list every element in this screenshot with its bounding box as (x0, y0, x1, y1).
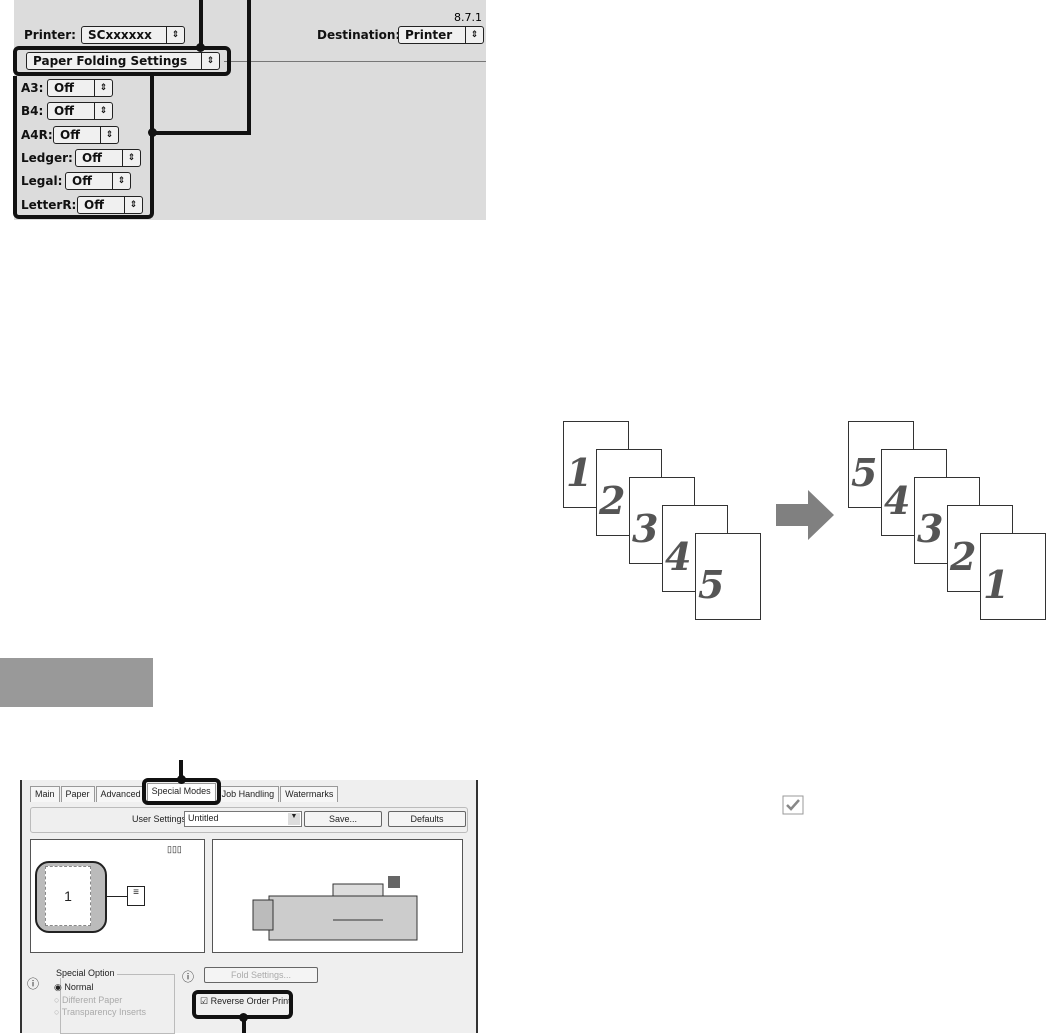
printer-select[interactable]: SCxxxxxx⇕ (81, 26, 185, 44)
special-option-label: Special Option (54, 968, 117, 978)
user-settings-label: User Settings: (132, 814, 189, 824)
tab-watermarks[interactable]: Watermarks (280, 786, 339, 802)
printer-label: Printer: (24, 28, 76, 42)
callout-highlight (13, 76, 154, 219)
fold-select[interactable]: Off⇕ (77, 195, 143, 214)
updown-icon: ⇕ (122, 149, 140, 166)
fold-settings-button[interactable]: Fold Settings... (204, 967, 318, 983)
printer-image (212, 839, 463, 953)
destination-label: Destination: (317, 28, 401, 42)
page-number: 2 (599, 478, 626, 523)
checkbox-icon: ☑ (200, 996, 209, 1006)
callout-line (179, 760, 184, 780)
paper-size-label: Legal: (21, 174, 63, 189)
page-number: 1 (566, 450, 593, 495)
divider (224, 61, 486, 62)
tab-main[interactable]: Main (30, 786, 60, 802)
radio-transparency-inserts[interactable]: ○ Transparency Inserts (54, 1007, 146, 1017)
callout-line (199, 0, 203, 46)
user-settings-group (30, 807, 468, 833)
updown-icon: ⇕ (112, 173, 130, 190)
paper-size-label: A4R: (21, 127, 53, 142)
updown-icon: ⇕ (94, 80, 112, 96)
user-settings-select[interactable]: Untitled▼ (184, 811, 302, 827)
paper-size-label: B4: (21, 104, 44, 119)
callout-dot (196, 43, 205, 52)
radio-normal[interactable]: ◉ Normal (54, 982, 94, 992)
panel-menu-select[interactable]: Paper Folding Settings⇕ (26, 52, 220, 70)
page-number: 4 (665, 534, 692, 579)
updown-icon: ⇕ (201, 53, 219, 69)
page-sheet: 1 (980, 533, 1046, 620)
layout-preview: 1 ≡ ▯▯▯ (30, 839, 205, 953)
fold-select[interactable]: Off⇕ (47, 102, 113, 121)
page-number: 2 (950, 534, 977, 579)
tab-job-handling[interactable]: Job Handling (216, 786, 280, 802)
save-button[interactable]: Save... (304, 811, 382, 827)
radio-different-paper[interactable]: ○ Different Paper (54, 995, 123, 1005)
info-icon: ⓘ (27, 977, 40, 991)
callout-line (242, 1017, 246, 1033)
updown-icon: ⇕ (94, 103, 112, 120)
callout-line (152, 131, 251, 135)
printer-machine-icon (252, 876, 418, 941)
page-sheet: 5 (695, 533, 761, 620)
info-icon: ⓘ (182, 970, 195, 984)
document-icon: ≡ (127, 886, 145, 906)
page-number: 5 (851, 450, 878, 495)
page-number: 5 (698, 562, 725, 607)
callout-highlight (13, 46, 231, 76)
version-label: 8.7.1 (454, 11, 482, 24)
page-number: 3 (632, 506, 659, 551)
updown-icon: ⇕ (124, 196, 142, 213)
reverse-order-checkbox[interactable]: ☑ Reverse Order Print (200, 996, 291, 1006)
checkbox-checked-icon (782, 795, 804, 815)
destination-select[interactable]: Printer⇕ (398, 26, 484, 44)
updown-icon: ⇕ (465, 27, 483, 43)
fold-select[interactable]: Off⇕ (65, 172, 131, 191)
paper-size-label: Ledger: (21, 150, 73, 165)
fold-select[interactable]: Off⇕ (75, 148, 141, 167)
defaults-button[interactable]: Defaults (388, 811, 466, 827)
preview-page: 1 (45, 866, 91, 926)
fold-select[interactable]: Off⇕ (53, 125, 119, 144)
updown-icon: ⇕ (166, 27, 184, 43)
callout-line (247, 0, 251, 135)
page-number: 1 (983, 562, 1010, 607)
chevron-down-icon: ▼ (288, 813, 300, 825)
collate-icon: ▯▯▯ (167, 844, 182, 854)
callout-dot (176, 775, 186, 784)
paper-size-label: LetterR: (21, 197, 77, 212)
callout-dot (239, 1013, 248, 1022)
page-number: 4 (884, 478, 911, 523)
callout-dot (148, 128, 157, 137)
updown-icon: ⇕ (100, 126, 118, 143)
tab-advanced[interactable]: Advanced (95, 786, 146, 802)
page-number: 3 (917, 506, 944, 551)
step-box (0, 658, 153, 707)
paper-size-label: A3: (21, 81, 44, 95)
tab-paper[interactable]: Paper (60, 786, 95, 802)
fold-select[interactable]: Off⇕ (47, 79, 113, 97)
arrow-right-icon (776, 490, 834, 540)
